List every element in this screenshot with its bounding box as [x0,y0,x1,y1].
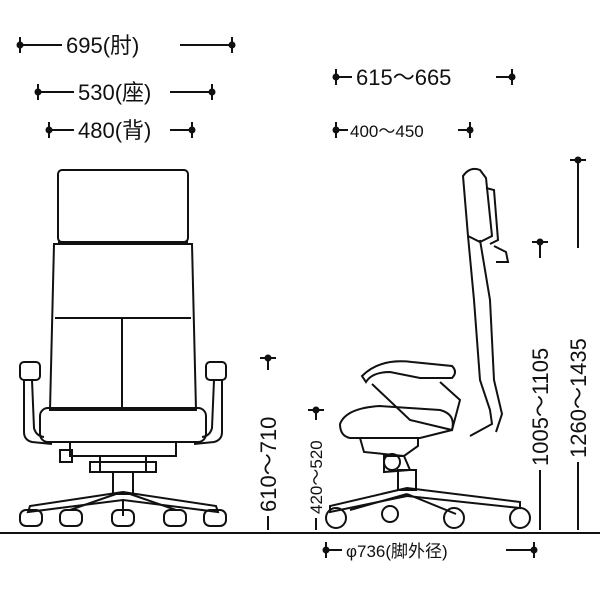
back-height-dimension [532,238,548,530]
base-diameter-dimension [322,542,538,558]
base-diameter-label: φ736(脚外径) [346,542,448,561]
side-view-chair [325,167,531,529]
armrest-width-dimension [16,37,236,53]
arm-height-dimension [260,354,276,530]
back-width-label: 480(背) [78,118,151,143]
overall-depth-dimension [332,69,516,85]
total-height-label: 1260～1435 [566,338,591,458]
arm-height-label: 610～710 [256,417,281,512]
seat-height-dimension [308,406,324,530]
total-height-dimension [570,156,586,530]
seat-height-label: 420～520 [307,440,326,514]
seat-width-dimension [34,84,216,100]
seat-depth-dimension [332,122,474,138]
back-height-label: 1005～1105 [528,348,553,466]
front-view-chair [19,169,227,527]
armrest-width-label: 695(肘) [66,33,139,58]
overall-depth-label: 615～665 [356,65,451,90]
seat-depth-label: 400～450 [350,122,424,141]
back-width-dimension [45,122,196,138]
seat-width-label: 530(座) [78,80,151,105]
